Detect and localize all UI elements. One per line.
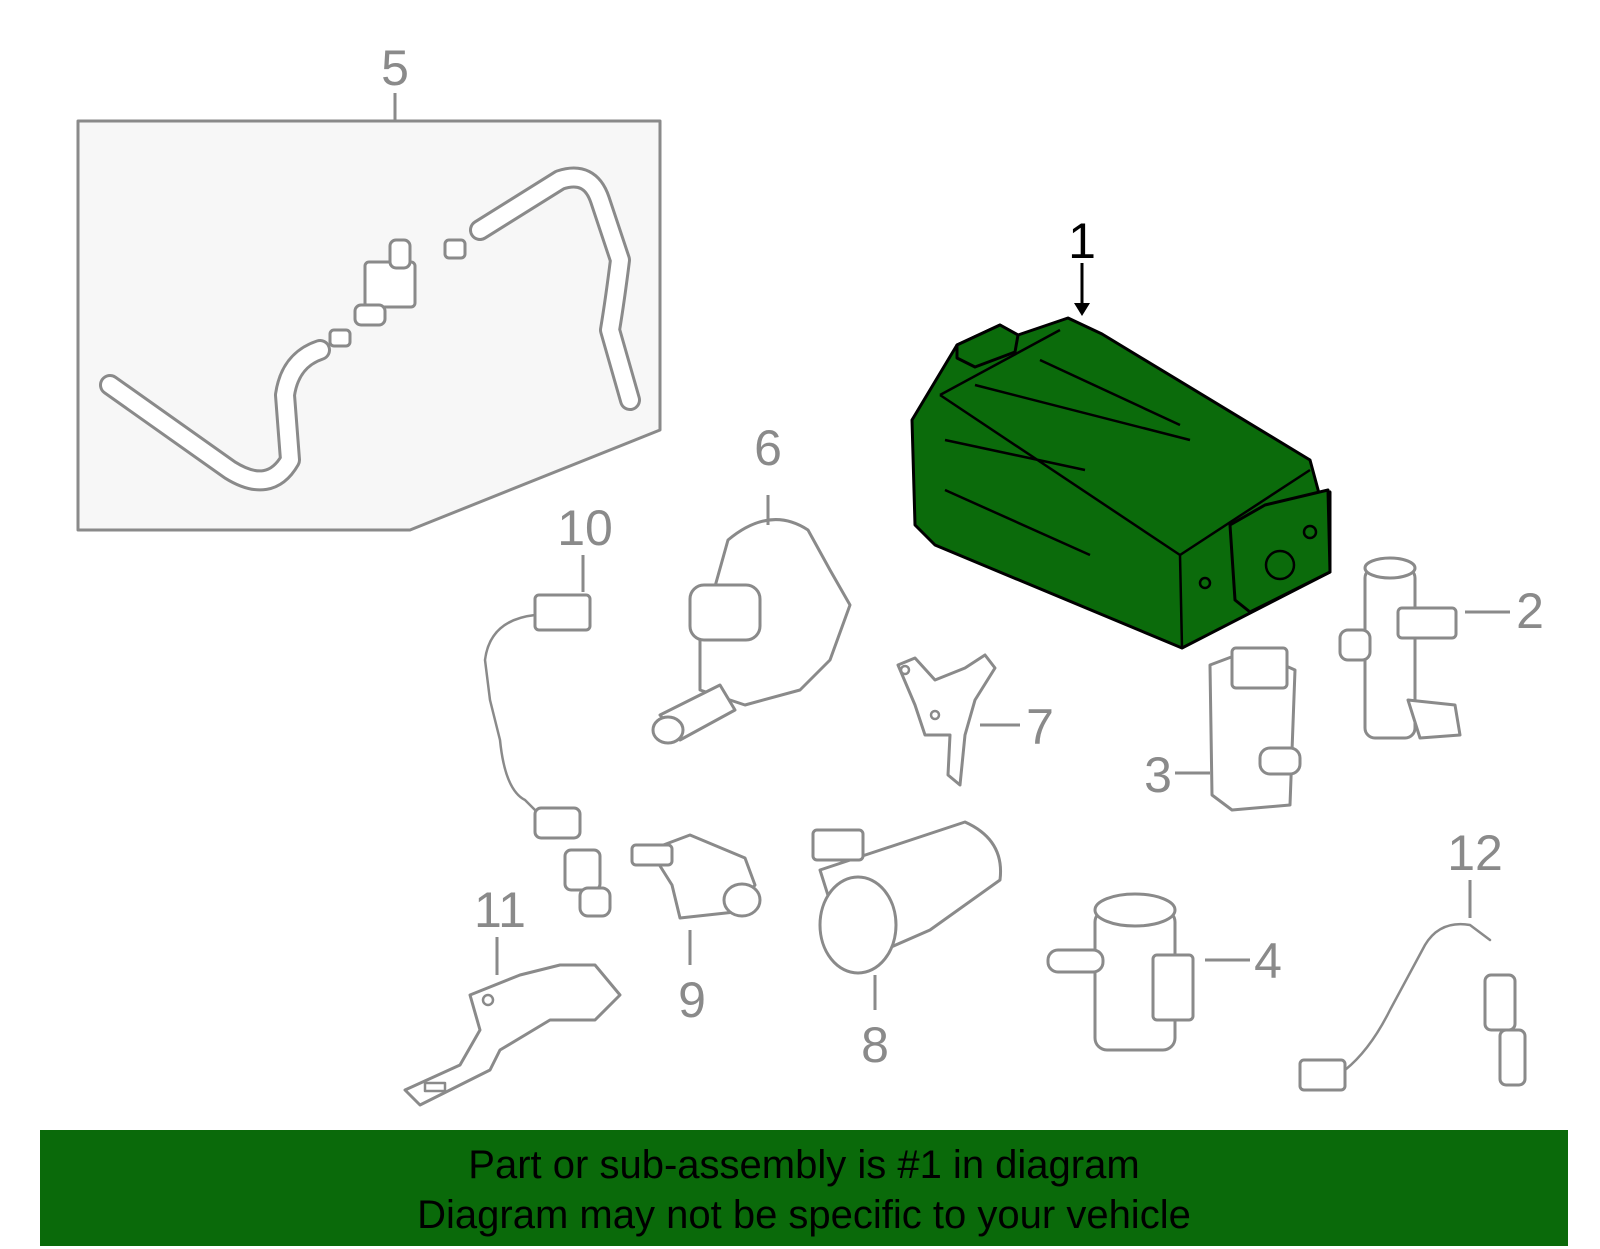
part-8-solenoid[interactable] <box>811 820 1003 975</box>
part-7-bracket[interactable] <box>896 653 997 787</box>
part-9-solenoid[interactable] <box>630 833 762 920</box>
leader-1-arrow <box>1074 303 1090 316</box>
part-2-valve[interactable] <box>1338 556 1462 740</box>
callout-1[interactable]: 1 <box>1068 213 1096 269</box>
part-12-oxygen-sensor[interactable] <box>1298 922 1527 1092</box>
callout-4[interactable]: 4 <box>1254 933 1282 989</box>
callout-11[interactable]: 11 <box>474 882 526 938</box>
part-1-canister[interactable] <box>910 316 1332 650</box>
info-banner: Part or sub-assembly is #1 in diagram Di… <box>40 1130 1568 1246</box>
callout-2[interactable]: 2 <box>1516 583 1544 639</box>
callout-8[interactable]: 8 <box>861 1017 889 1073</box>
callout-9[interactable]: 9 <box>678 972 706 1028</box>
parts-diagram: 5 1 2 3 4 <box>76 40 1544 1107</box>
banner-line-2: Diagram may not be specific to your vehi… <box>417 1193 1191 1237</box>
callout-12[interactable]: 12 <box>1447 825 1503 881</box>
part-5-hose-assembly[interactable] <box>76 119 662 532</box>
part-4-sensor[interactable] <box>1046 892 1195 1052</box>
callout-7[interactable]: 7 <box>1026 699 1054 755</box>
part-11-bracket[interactable] <box>403 963 622 1107</box>
callout-10[interactable]: 10 <box>557 500 613 556</box>
part-10-oxygen-sensor[interactable] <box>483 593 612 918</box>
banner-line-1: Part or sub-assembly is #1 in diagram <box>468 1143 1140 1187</box>
part-3-sensor[interactable] <box>1208 646 1302 812</box>
part-6-purge-valve[interactable] <box>651 518 852 745</box>
callout-3[interactable]: 3 <box>1144 747 1172 803</box>
callout-5[interactable]: 5 <box>381 40 409 96</box>
callout-6[interactable]: 6 <box>754 420 782 476</box>
